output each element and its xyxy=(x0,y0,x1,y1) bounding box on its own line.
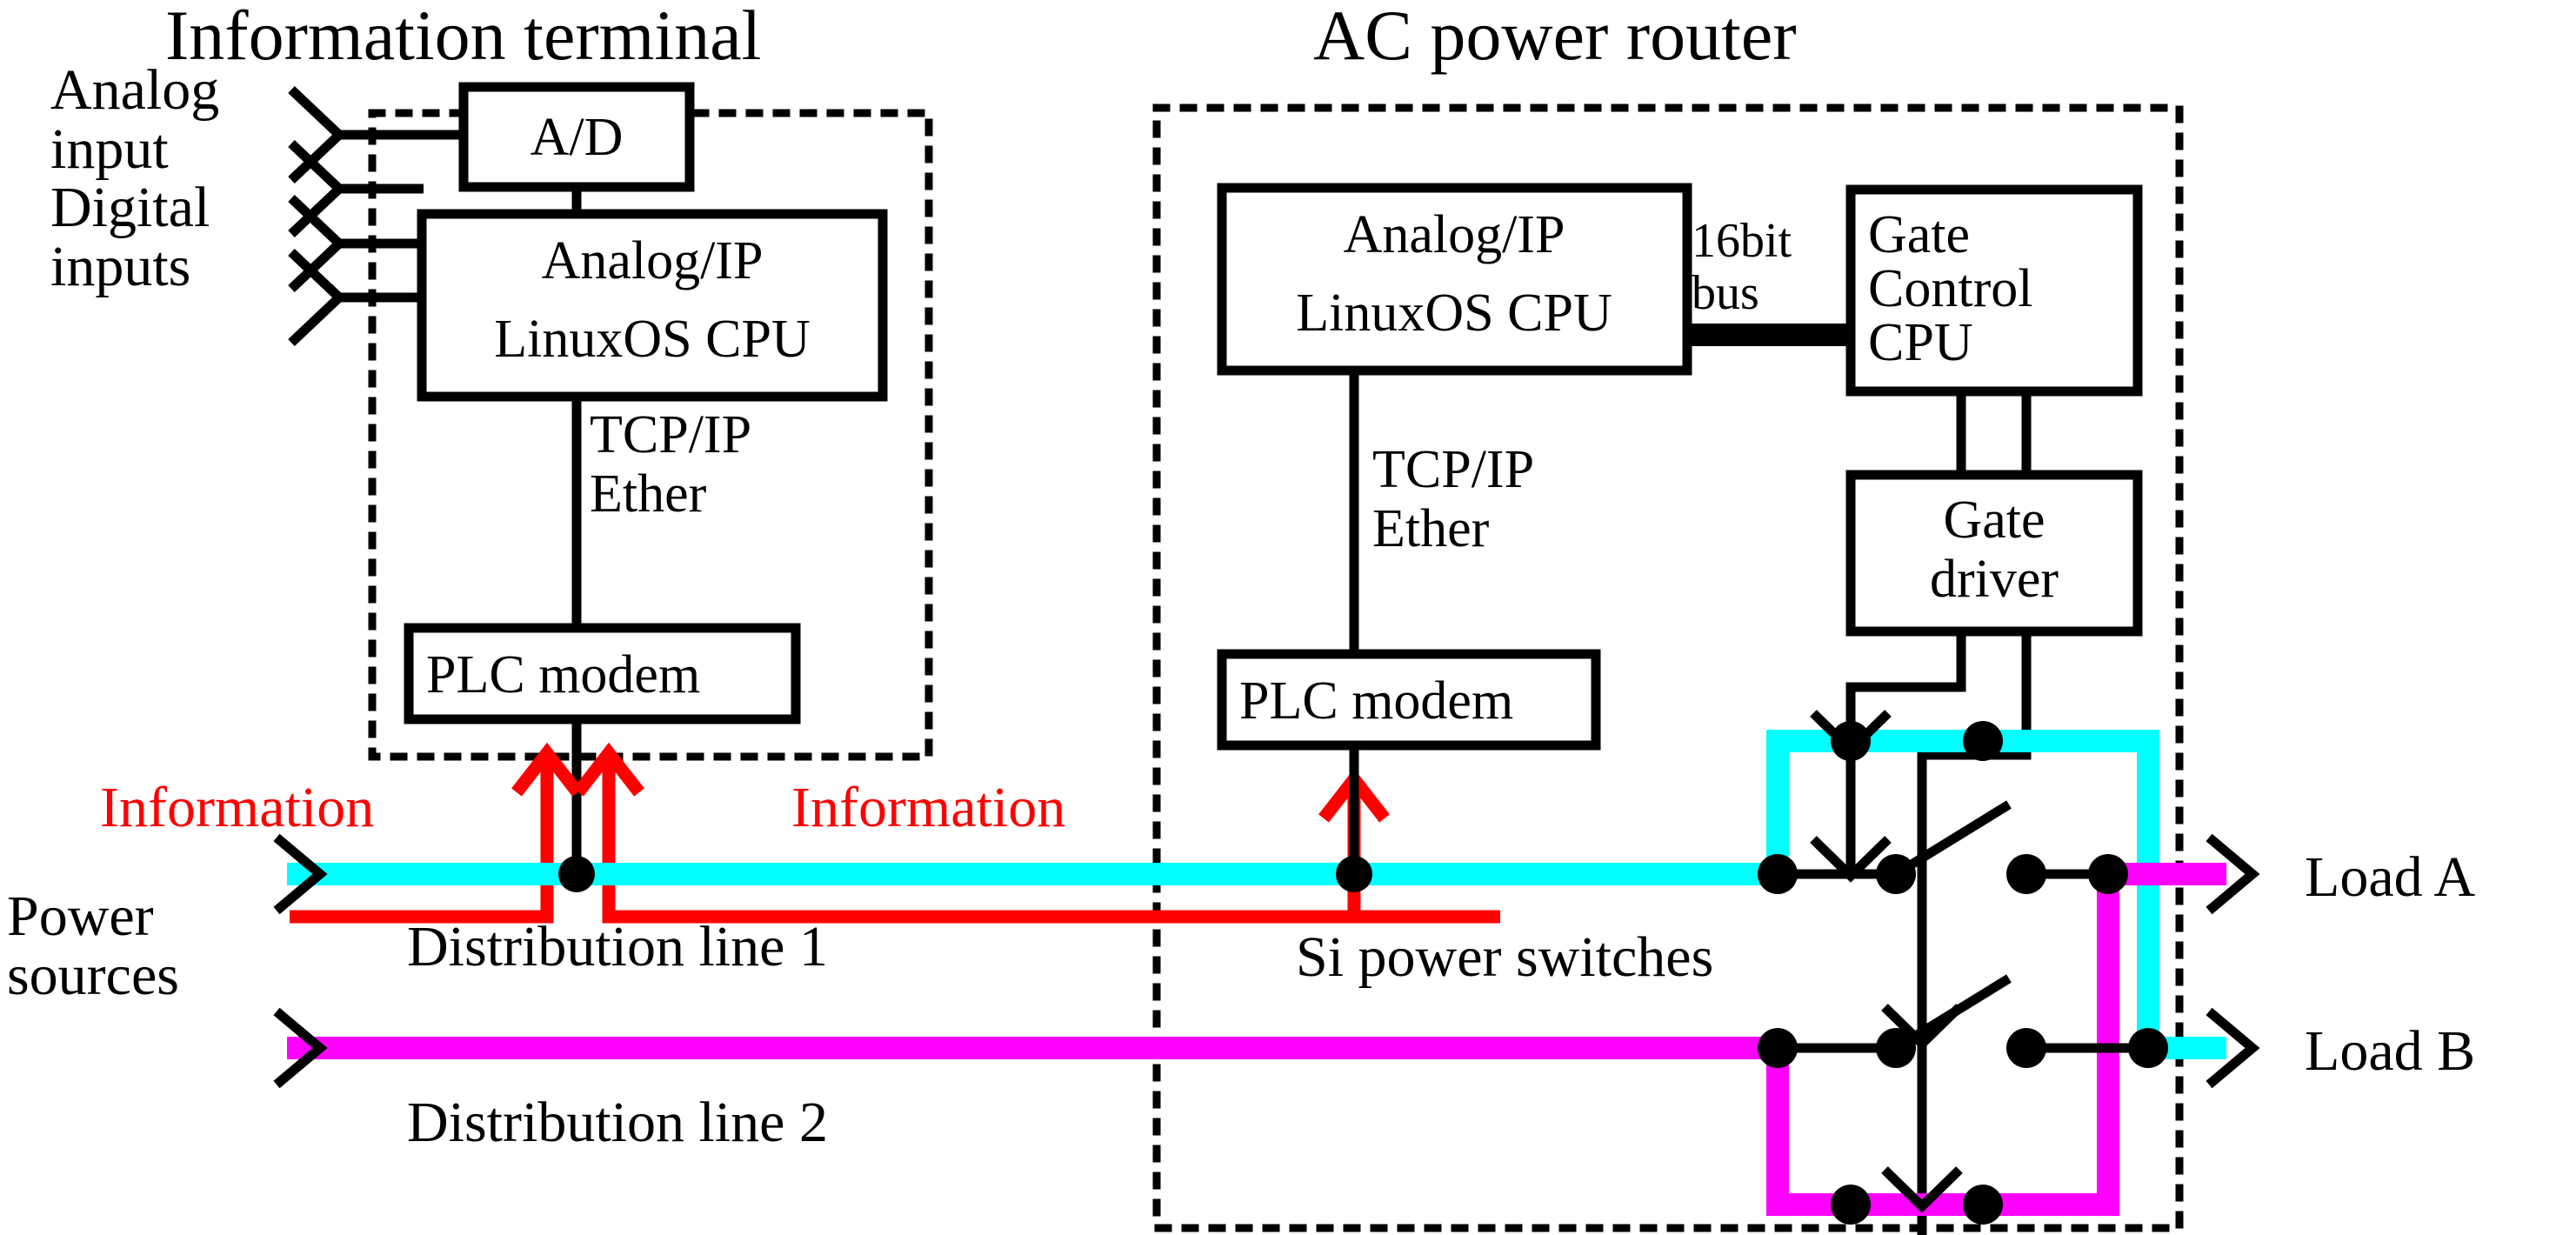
load-a-label: Load A xyxy=(2305,845,2475,909)
information-arrow-left-head-icon xyxy=(511,742,583,797)
gate-drive-wire-left xyxy=(1845,630,1966,874)
switch-node-row1-a xyxy=(1758,854,1798,894)
sixteen-bit-bus-label-line2: bus xyxy=(1692,266,1759,320)
sixteen-bit-bus-label-line1: 16bit xyxy=(1692,214,1792,268)
switch-node-row1-b xyxy=(1876,854,1916,894)
si-power-switches-label: Si power switches xyxy=(1296,925,1713,989)
right-cpu-block xyxy=(1217,183,1692,376)
right-cpu-block-label-line2: LinuxOS CPU xyxy=(1296,284,1612,343)
switch-node-top-left xyxy=(1831,721,1871,761)
load-b-arrow-icon xyxy=(2206,1007,2260,1089)
switch-node-row2-c xyxy=(2006,1028,2046,1068)
information-path-middle xyxy=(602,753,1500,924)
power-source-arrow-1-icon xyxy=(273,833,328,915)
title-information-terminal: Information terminal xyxy=(165,0,761,75)
gate-control-cpu-label-line2: Control xyxy=(1868,259,2032,318)
cyan-switch-bus-path xyxy=(1766,730,2226,1059)
gate-arrow-bottom-icon xyxy=(1881,1166,1963,1213)
switch-blade-2 xyxy=(1893,974,2012,1052)
power-source-arrow-2-icon xyxy=(273,1007,328,1089)
information-arrow-middle-head-icon xyxy=(573,742,644,797)
left-cpu-block-label-line2: LinuxOS CPU xyxy=(494,310,810,369)
switch-node-bottom-left xyxy=(1831,1185,1871,1225)
gate-driver-block xyxy=(1845,470,2143,637)
switch-node-top-right xyxy=(1963,721,2003,761)
distribution-line-2-label: Distribution line 2 xyxy=(407,1091,828,1154)
gate-control-cpu-label-line3: CPU xyxy=(1868,313,1973,372)
gate-control-cpu-label-line1: Gate xyxy=(1868,205,1970,264)
switch-node-row1-d xyxy=(2088,854,2128,894)
left-tcpip-label-line1: TCP/IP xyxy=(590,405,751,464)
left-cpu-block xyxy=(417,209,888,402)
distribution-line-1-label: Distribution line 1 xyxy=(407,915,828,978)
analog-input-label-line1: Analog xyxy=(50,58,219,122)
digital-inputs-label-line2: inputs xyxy=(50,235,190,298)
right-plc-modem-block xyxy=(1217,649,1601,751)
switch-node-row1-c xyxy=(2006,854,2046,894)
power-sources-label-line1: Power xyxy=(7,885,154,948)
information-label-left: Information xyxy=(100,776,374,839)
left-ether-label-line2: Ether xyxy=(590,464,707,524)
gate-driver-label-line1: Gate xyxy=(1943,491,2045,550)
right-plc-modem-label: PLC modem xyxy=(1239,671,1513,731)
switch-blade-1 xyxy=(1893,800,2012,878)
switch-node-row2-d xyxy=(2128,1028,2168,1068)
gate-arrow-mid-left-icon xyxy=(1810,836,1892,883)
gate-driver-label-line2: driver xyxy=(1930,550,2059,609)
left-cpu-block-label-line1: Analog/IP xyxy=(542,231,764,290)
information-path-left xyxy=(290,753,554,924)
load-a-arrow-icon xyxy=(2206,833,2260,915)
right-cpu-block-label-line1: Analog/IP xyxy=(1344,205,1565,264)
gate-control-cpu-block xyxy=(1845,184,2143,397)
magenta-switch-bus-path xyxy=(1766,863,2226,1216)
junction-dot-line1-right xyxy=(1336,856,1372,892)
gate-drive-wire-right xyxy=(1917,630,2032,1235)
left-plc-modem-block xyxy=(404,623,801,724)
power-sources-label-line2: sources xyxy=(7,944,179,1007)
panel-ac-power-router-border xyxy=(1152,103,2184,1232)
right-ether-label-line2: Ether xyxy=(1372,499,1490,558)
ad-block-label: A/D xyxy=(531,108,624,167)
right-tcpip-label-line1: TCP/IP xyxy=(1372,440,1534,499)
digital-inputs-label-line1: Digital xyxy=(50,176,210,239)
switch-node-row2-a xyxy=(1758,1028,1798,1068)
switch-node-row2-b xyxy=(1876,1028,1916,1068)
load-b-label: Load B xyxy=(2305,1019,2475,1083)
information-label-right: Information xyxy=(791,776,1065,839)
left-plc-modem-label: PLC modem xyxy=(426,645,700,704)
switch-node-bottom-right xyxy=(1963,1185,2003,1225)
title-ac-power-router: AC power router xyxy=(1313,0,1797,75)
junction-dot-line1-left xyxy=(558,856,595,892)
analog-input-label-line2: input xyxy=(50,117,169,181)
